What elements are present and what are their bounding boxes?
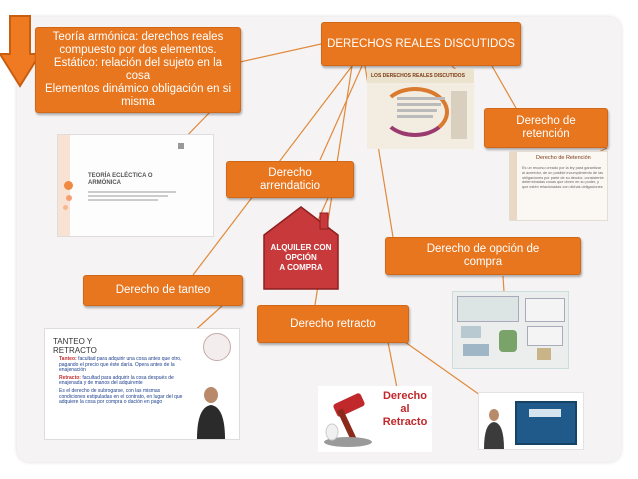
tanteo-bullet-3: Es el derecho de subrogarse, con las mis… [59, 387, 183, 406]
connector-discutidos-retencion [491, 65, 517, 109]
connector-discutidos-arrendaticio [319, 65, 363, 161]
image-opcion-compra-slide [452, 291, 569, 369]
discutidos-slide-title: LOS DERECHOS REALES DISCUTIDOS [371, 73, 465, 79]
image-tanteo-retracto-video: TANTEO Y RETRACTO Tanteo: facultad para … [44, 328, 240, 440]
house-sign-text: ALQUILER CON OPCIÓN A COMPRA [270, 243, 332, 272]
image-alquiler-house-sign [263, 206, 339, 290]
down-arrow-icon [0, 15, 42, 88]
presenter-figure [484, 409, 504, 449]
retencion-slide-text: Es un recurso creado por la ley para gar… [522, 166, 604, 190]
node-derecho-retracto[interactable]: Derecho retracto [257, 305, 409, 343]
connector-retracto-image-2 [404, 341, 481, 396]
image-teoria-eclectica-slide: TEORÍA ECLÉCTICA O ARMÓNICA [57, 134, 214, 237]
retencion-slide-title: Derecho de Retención [536, 155, 591, 161]
presenter-figure [197, 387, 225, 439]
node-derechos-reales-discutidos[interactable]: DERECHOS REALES DISCUTIDOS [321, 22, 521, 66]
node-derecho-opcion-compra[interactable]: Derecho de opción de compra [385, 237, 581, 275]
node-derecho-arrendaticio[interactable]: Derecho arrendaticio [226, 161, 354, 198]
image-presenter-slide [478, 392, 584, 450]
tanteo-bullet-2: Retracto: facultad para adquirir la cosa… [59, 374, 174, 387]
image-derechos-discutidos-slide: LOS DERECHOS REALES DISCUTIDOS [367, 69, 474, 149]
gavel-icon [324, 393, 372, 447]
node-teoria-armonica[interactable]: Teoría armónica: derechos reales compues… [35, 27, 241, 113]
tanteo-slide-title: TANTEO Y RETRACTO [53, 337, 97, 355]
teoria-slide-title: TEORÍA ECLÉCTICA O ARMÓNICA [88, 173, 153, 186]
retracto-sign-text: Derecho al Retracto [382, 390, 428, 428]
connector-opcion-image [502, 275, 505, 293]
tanteo-bullet-1: Tanteo: facultad para adquirir una cosa … [59, 356, 182, 374]
node-derecho-tanteo[interactable]: Derecho de tanteo [83, 275, 243, 306]
image-derecho-retencion-slide: Derecho de Retención Es un recurso cread… [509, 151, 608, 221]
connector-teoria-discutidos [239, 43, 322, 63]
image-derecho-al-retracto: Derecho al Retracto [318, 386, 432, 452]
connector-retracto-image-1 [387, 341, 398, 389]
node-derecho-retencion[interactable]: Derecho de retención [484, 108, 608, 148]
